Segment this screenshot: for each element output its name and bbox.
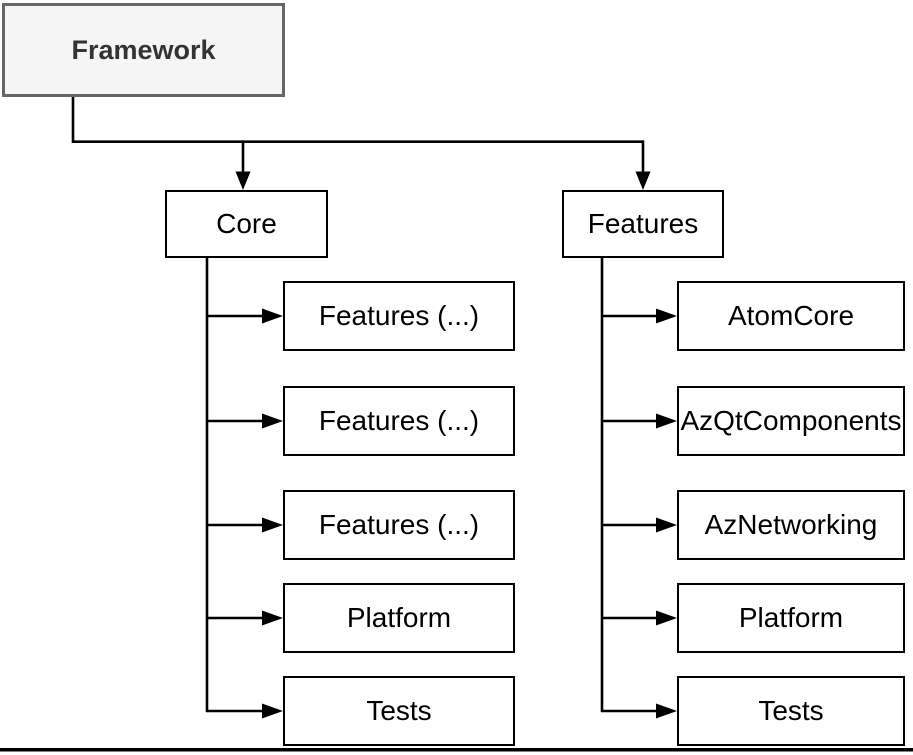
core-child-node-features-3: Features (...): [283, 490, 515, 560]
arrow-right-icon: [656, 703, 677, 719]
features-child-node-aznetworking: AzNetworking: [677, 490, 905, 560]
framework-to-branches-connector: [71, 95, 651, 190]
arrow-right-icon: [656, 517, 677, 533]
arrow-right-icon: [262, 610, 283, 626]
arrow-right-icon: [262, 308, 283, 324]
arrow-down-icon: [235, 171, 251, 190]
features-child-node-atomcore: AtomCore: [677, 281, 905, 351]
bottom-divider-line: [0, 748, 913, 752]
arrow-right-icon: [262, 413, 283, 429]
arrow-right-icon: [656, 308, 677, 324]
framework-node: Framework: [2, 3, 285, 97]
core-child-node-features-1: Features (...): [283, 281, 515, 351]
core-child-node-tests: Tests: [283, 676, 515, 746]
features-to-children-connector: [600, 256, 677, 719]
features-node: Features: [562, 190, 724, 258]
core-node: Core: [165, 190, 328, 258]
arrow-down-icon: [635, 171, 651, 190]
features-child-node-tests: Tests: [677, 676, 905, 746]
features-child-node-azqtcomponents: AzQtComponents: [677, 386, 905, 456]
connector-line-segment: [71, 95, 643, 143]
arrow-right-icon: [656, 413, 677, 429]
features-child-node-platform: Platform: [677, 583, 905, 653]
arrow-right-icon: [262, 703, 283, 719]
core-child-node-features-2: Features (...): [283, 386, 515, 456]
arrow-right-icon: [262, 517, 283, 533]
arrow-right-icon: [656, 610, 677, 626]
core-child-node-platform: Platform: [283, 583, 515, 653]
core-to-children-connector: [205, 256, 283, 719]
